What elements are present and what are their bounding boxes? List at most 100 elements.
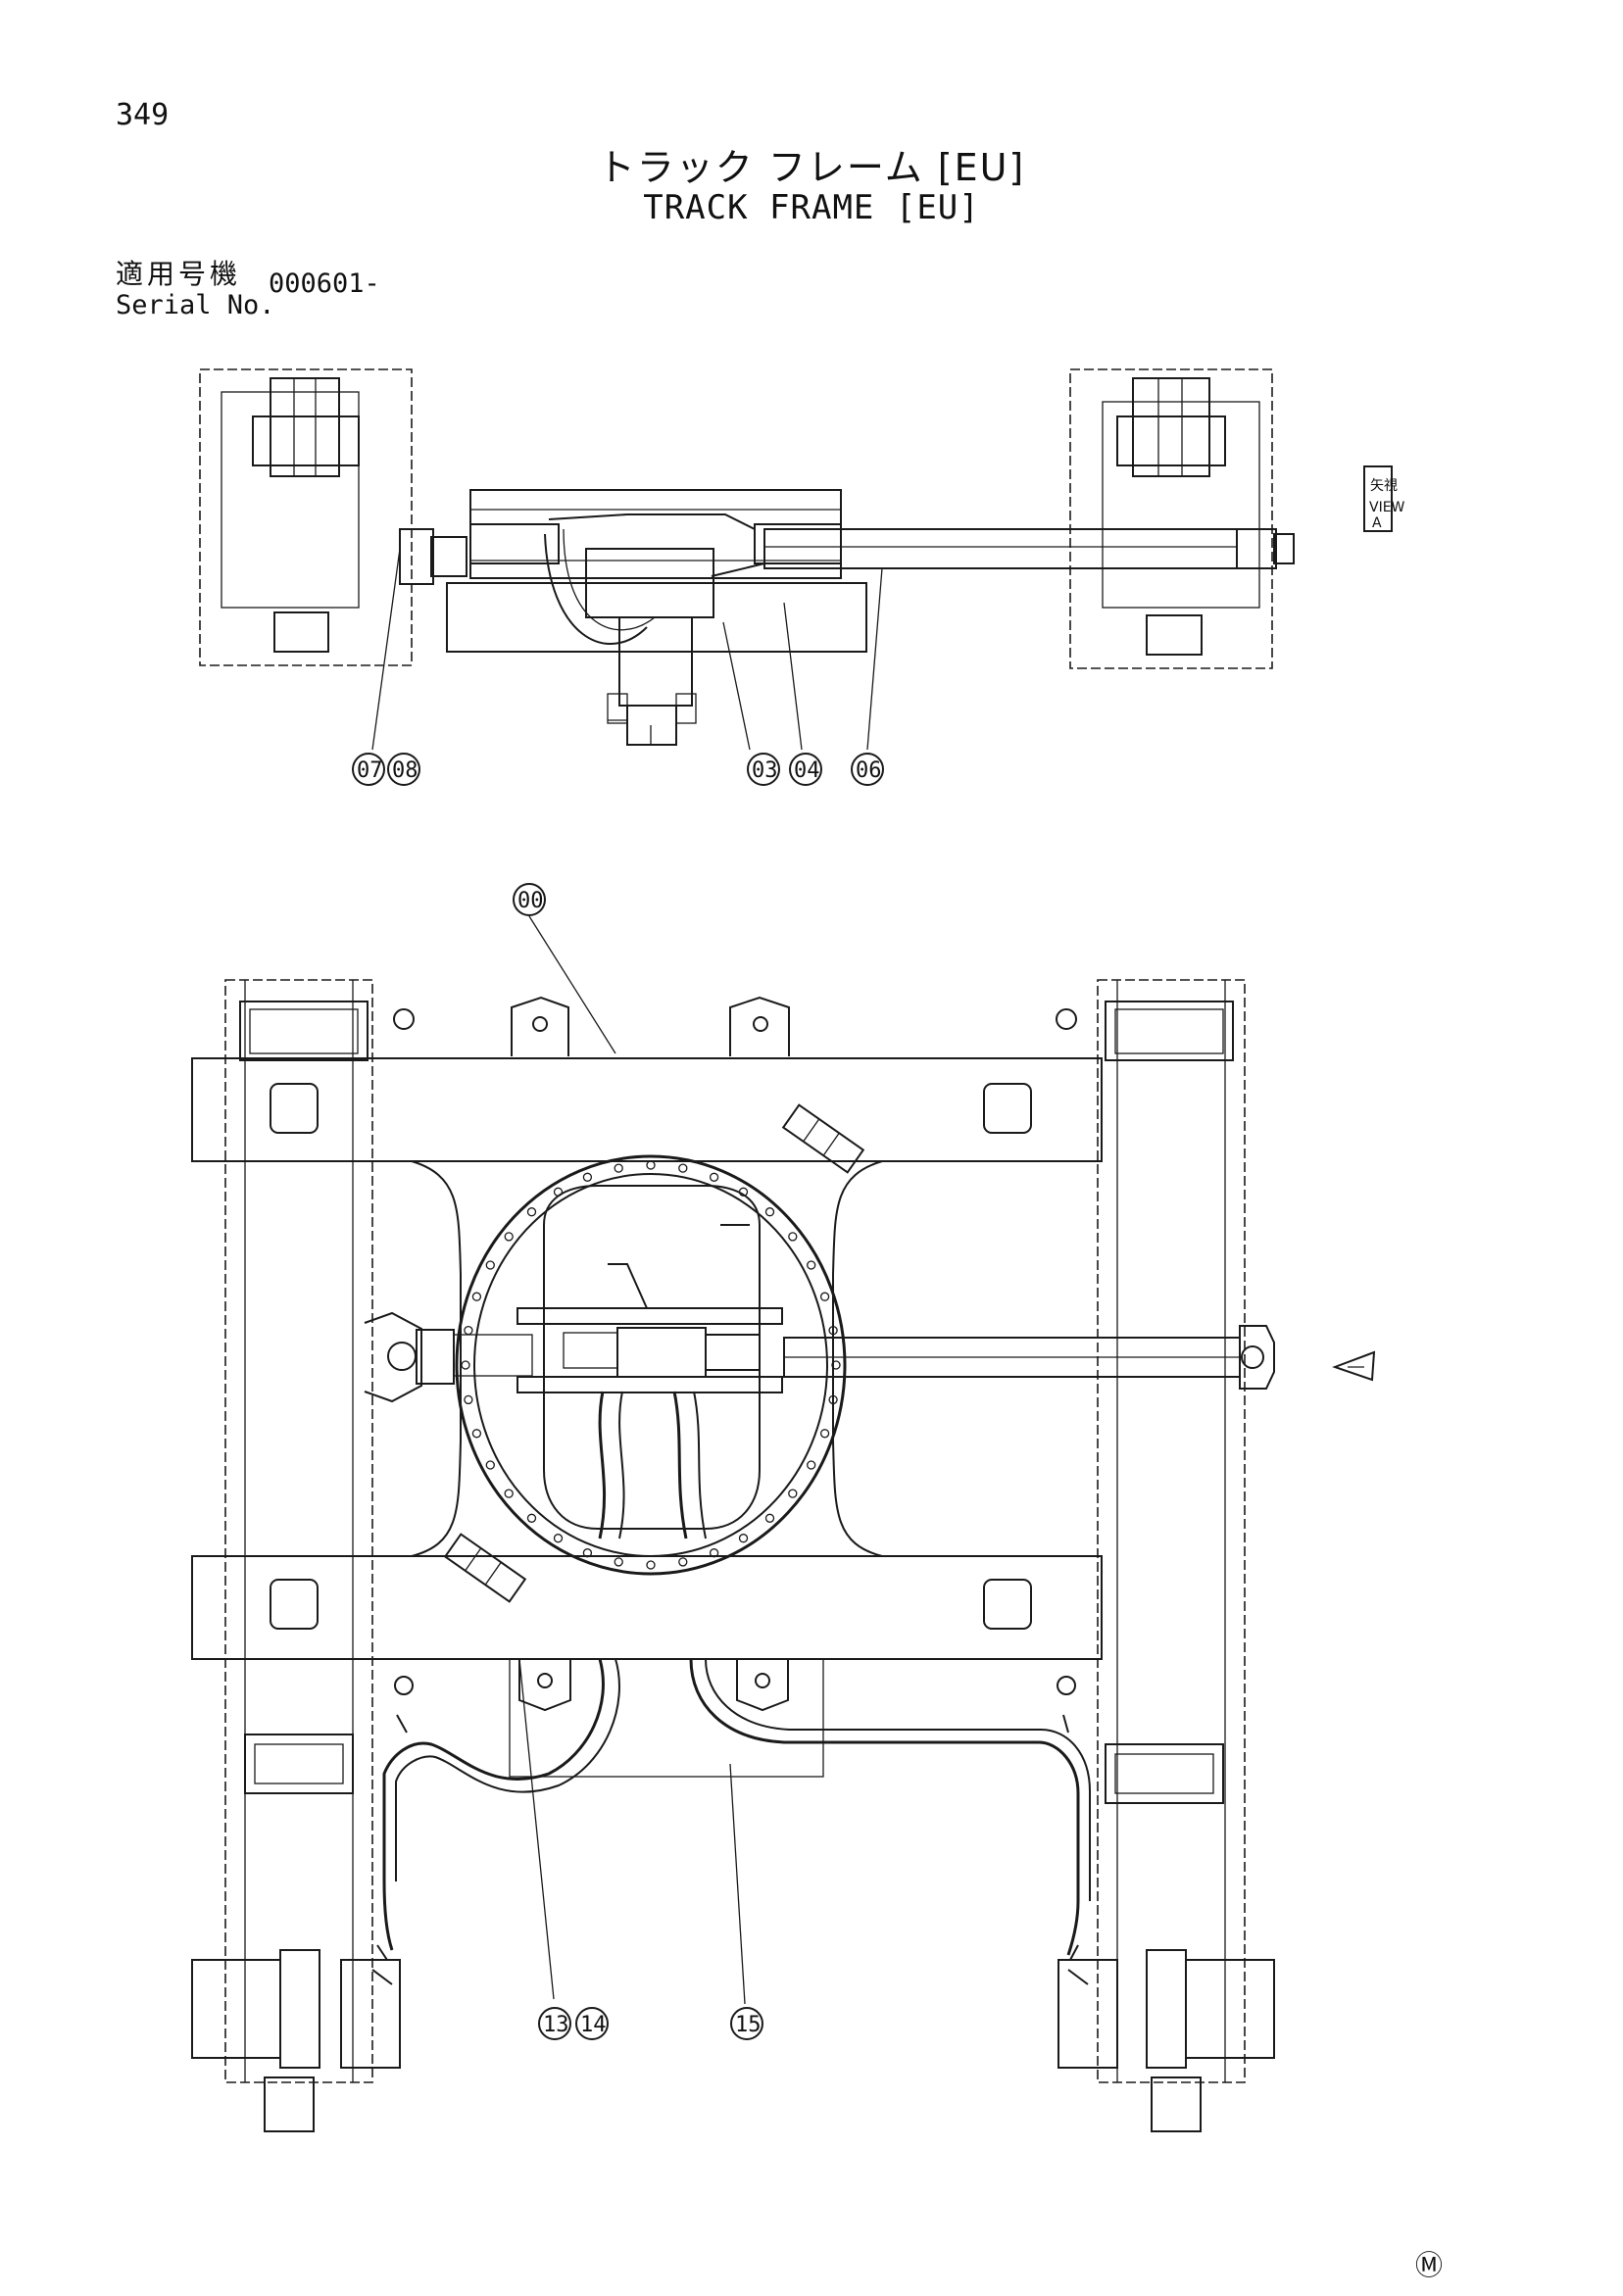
swivel-body <box>618 616 693 707</box>
right-pin <box>1241 1345 1264 1369</box>
bolt-hole <box>764 1207 775 1217</box>
svg-text:06: 06 <box>856 758 882 783</box>
callout-08: 08 <box>387 753 420 786</box>
svg-text:14: 14 <box>580 2013 607 2037</box>
view-a-label-jp: 矢視 <box>1370 478 1398 494</box>
bolt-hole <box>828 1394 838 1405</box>
bolt-hole <box>709 1172 719 1182</box>
bolt-hole <box>471 1429 482 1439</box>
svg-text:13: 13 <box>543 2013 569 2037</box>
page-title-japanese: トラック フレーム [EU] <box>597 146 1026 189</box>
top-crossbeam-hole-left <box>270 1083 319 1134</box>
shim-upper <box>781 1103 865 1174</box>
left-idler <box>270 377 340 477</box>
callout-07: 07 <box>352 753 385 786</box>
center-hose-right <box>672 1391 688 1539</box>
bolt-hole <box>678 1557 688 1567</box>
bolt-hole <box>807 1460 816 1470</box>
center-body-upper <box>469 489 842 579</box>
bolt-hole <box>678 1163 688 1173</box>
page-number: 349 <box>116 98 170 132</box>
left-side-frame-rail <box>224 979 373 2083</box>
top-crossbeam-hole-right <box>983 1083 1032 1134</box>
bolt-hole <box>807 1260 816 1270</box>
bolt-hole <box>819 1292 830 1301</box>
bolt-hole <box>485 1260 495 1270</box>
page-title-english: TRACK FRAME [EU] <box>643 188 980 227</box>
hose-13-14 <box>382 1658 605 1951</box>
bolt-hole <box>464 1394 473 1405</box>
bolt-hole <box>828 1325 838 1336</box>
right-idler <box>1132 377 1210 477</box>
view-a-marker <box>1363 465 1393 532</box>
bolt-hole <box>471 1292 482 1301</box>
callout-06: 06 <box>851 753 884 786</box>
view-a-letter: A <box>1372 515 1382 531</box>
bolt-hole <box>831 1360 841 1370</box>
bolt-hole <box>819 1429 830 1439</box>
center-hose-left <box>598 1391 607 1539</box>
serial-number-value: 000601- <box>269 269 380 299</box>
right-side-frame-rail <box>1097 979 1246 2083</box>
bolt-hole <box>646 1560 656 1570</box>
serial-label-japanese: 適用号機 <box>116 258 242 290</box>
svg-text:00: 00 <box>517 889 544 913</box>
right-idler-hub <box>1116 415 1226 466</box>
bolt-hole <box>788 1232 798 1242</box>
bolt-hole <box>504 1489 514 1498</box>
bolt-hole <box>504 1232 514 1242</box>
center-opening <box>543 1185 761 1530</box>
bolt-hole <box>646 1160 656 1170</box>
callout-15: 15 <box>730 2007 763 2040</box>
bolt-hole <box>526 1513 537 1523</box>
svg-text:03: 03 <box>752 758 778 783</box>
right-travel-motor <box>1057 1944 1275 2132</box>
shim-lower <box>443 1533 527 1603</box>
bolt-hole <box>485 1460 495 1470</box>
bolt-hole <box>582 1548 593 1558</box>
bolt-hole <box>709 1548 719 1558</box>
top-hose-left <box>544 533 648 645</box>
bolt-hole <box>582 1172 593 1182</box>
hose-15 <box>689 1658 1080 1956</box>
swing-bearing-ring-inner <box>473 1173 828 1557</box>
left-end-connector <box>399 528 434 585</box>
bolt-hole <box>788 1489 798 1498</box>
right-side-frame-outline <box>1069 368 1273 669</box>
callout-03: 03 <box>747 753 780 786</box>
left-travel-motor <box>191 1944 401 2132</box>
bolt-hole <box>764 1513 775 1523</box>
left-idler-hub <box>252 415 360 466</box>
callout-14: 14 <box>575 2007 609 2040</box>
bolt-hole <box>461 1360 470 1370</box>
bolt-hole <box>738 1534 749 1543</box>
bottom-crossbeam-hole-right <box>983 1579 1032 1630</box>
serial-label-english: Serial No. <box>116 290 275 320</box>
main-view: 00 13 14 15 <box>191 883 1376 2132</box>
joint-bar-lower <box>516 1376 783 1393</box>
bottom-crossbeam <box>191 1555 1103 1660</box>
callout-04: 04 <box>789 753 822 786</box>
center-body-lower <box>446 582 867 653</box>
view-a-label-en: VIEW <box>1369 500 1405 515</box>
bolt-hole <box>526 1207 537 1217</box>
swing-bearing-bolt-holes <box>461 1160 841 1570</box>
center-joint-body <box>616 1327 707 1378</box>
joint-bar-upper <box>516 1307 783 1325</box>
callout-13: 13 <box>538 2007 571 2040</box>
left-bottom-bracket <box>273 611 329 653</box>
svg-text:04: 04 <box>794 758 820 783</box>
maker-mark: Ⓜ <box>1415 2249 1444 2281</box>
right-bottom-bracket <box>1146 614 1203 656</box>
bolt-hole <box>553 1534 564 1543</box>
left-side-frame-outline <box>199 368 413 666</box>
bolt-hole <box>464 1325 473 1336</box>
center-body-plate <box>411 1160 883 1557</box>
top-view: 矢視 VIEW A 07 08 03 04 06 <box>199 368 1405 786</box>
svg-text:15: 15 <box>735 2013 762 2037</box>
svg-text:07: 07 <box>357 758 383 783</box>
right-side-frame-inner <box>1102 401 1260 609</box>
view-a-arrow <box>1332 1350 1376 1382</box>
bolt-hole <box>614 1557 623 1567</box>
